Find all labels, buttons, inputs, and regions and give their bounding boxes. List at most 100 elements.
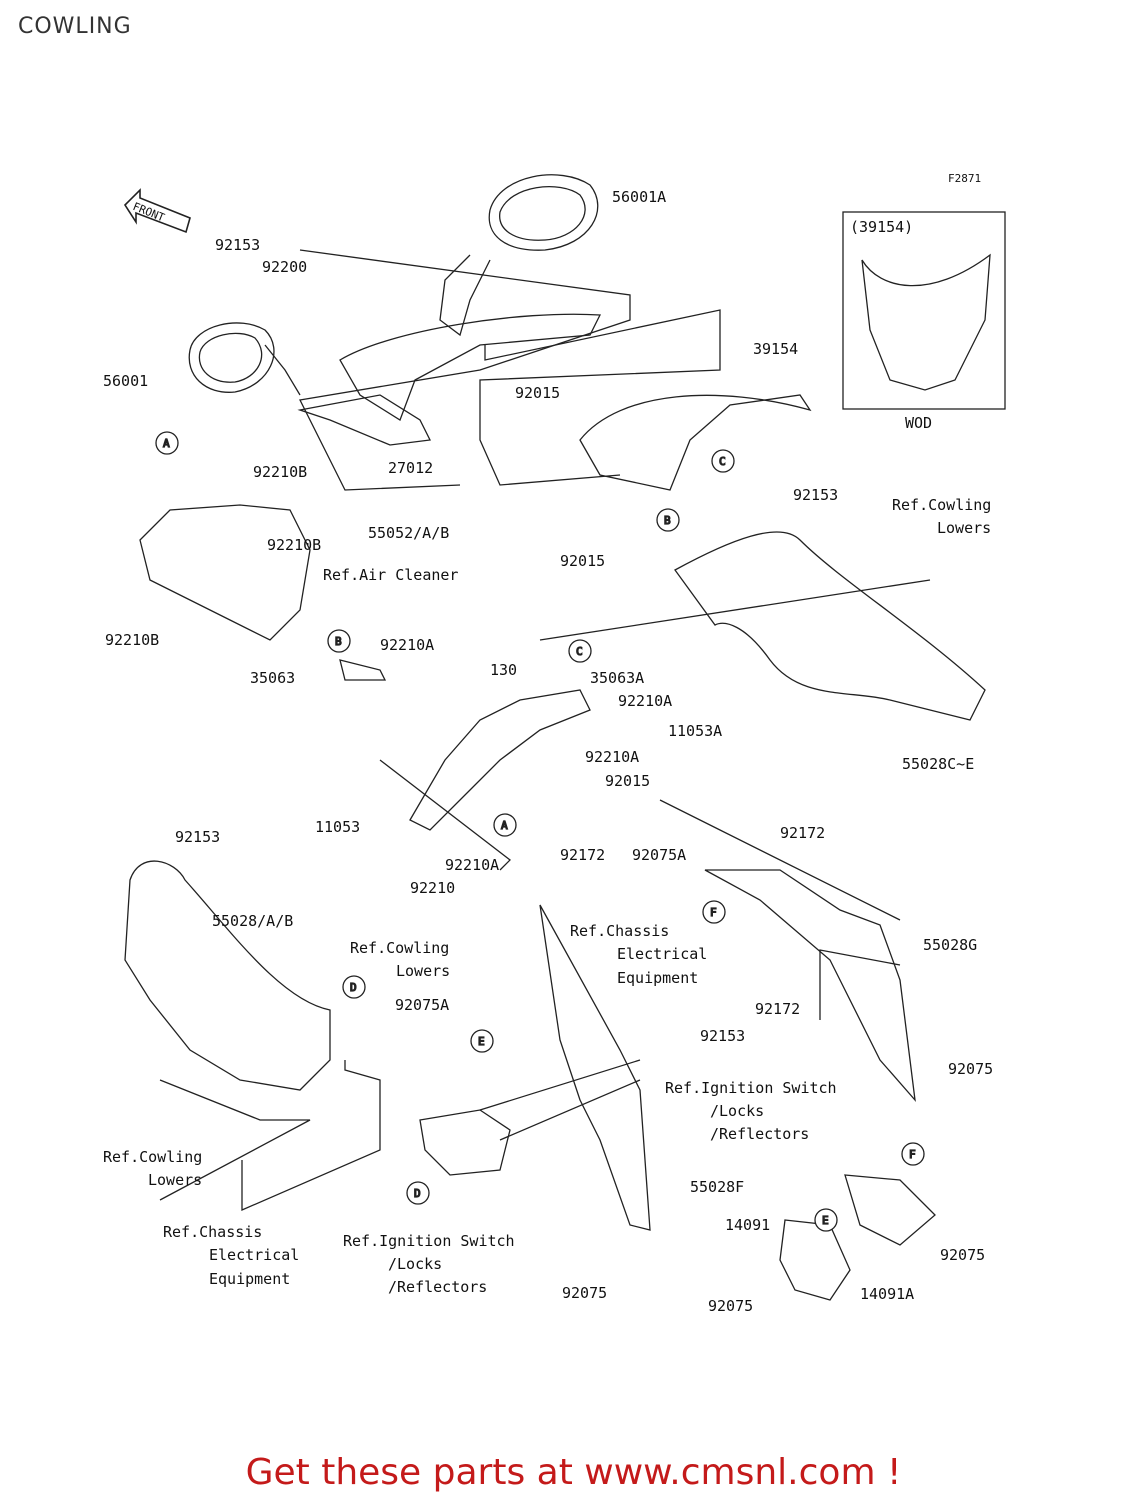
- label-92210a-top: 92210A: [380, 636, 434, 654]
- label-ref-chassis-bl-1: Ref.Chassis: [163, 1223, 262, 1241]
- svg-text:F: F: [710, 906, 717, 919]
- page-title: COWLING: [18, 14, 132, 39]
- label-ref-chassis-mid-2: Electrical: [617, 945, 707, 963]
- callout-c-1: C: [711, 449, 735, 473]
- mirror-56001a-shape: [439, 174, 599, 337]
- label-92210: 92210: [410, 879, 455, 897]
- mirror-56001-shape: [188, 322, 301, 396]
- ignition-switch-shape: [419, 1109, 511, 1176]
- label-92153-right: 92153: [793, 486, 838, 504]
- svg-text:B: B: [664, 514, 671, 527]
- svg-text:D: D: [350, 981, 357, 994]
- label-56001: 56001: [103, 372, 148, 390]
- callout-f-2: F: [901, 1142, 925, 1166]
- label-11053a: 11053A: [668, 722, 722, 740]
- inset-bottom-label: WOD: [905, 414, 932, 432]
- callout-b-2: B: [327, 629, 351, 653]
- label-27012: 27012: [388, 459, 433, 477]
- label-92075-bottom: 92075: [562, 1284, 607, 1302]
- label-55028g: 55028G: [923, 936, 977, 954]
- label-92210a-low: 92210A: [585, 748, 639, 766]
- cta-link[interactable]: Get these parts at www.cmsnl.com !: [245, 1452, 902, 1493]
- label-ref-ignition-right-1: Ref.Ignition Switch: [665, 1079, 837, 1097]
- callout-b-1: B: [656, 508, 680, 532]
- label-ref-cowling-lowers-bl-2: Lowers: [148, 1171, 202, 1189]
- label-ref-cowling-lowers-right-2: Lowers: [937, 519, 991, 537]
- label-ref-air-cleaner: Ref.Air Cleaner: [323, 566, 458, 584]
- label-ref-chassis-bl-3: Equipment: [209, 1270, 290, 1288]
- bracket-14091a-shape: [844, 1174, 936, 1246]
- label-92210b-1: 92210B: [253, 463, 307, 481]
- label-92075-br: 92075: [940, 1246, 985, 1264]
- svg-text:B: B: [335, 635, 342, 648]
- callout-d-2: D: [406, 1181, 430, 1205]
- inset-box: [842, 211, 1006, 410]
- inner-cover-55028f-shape: [539, 904, 651, 1231]
- callout-d-1: D: [342, 975, 366, 999]
- label-56001a: 56001A: [612, 188, 666, 206]
- label-ref-cowling-lowers-left-2: Lowers: [396, 962, 450, 980]
- svg-text:A: A: [501, 819, 508, 832]
- svg-text:D: D: [414, 1187, 421, 1200]
- label-92075-lowest: 92075: [708, 1297, 753, 1315]
- label-ref-chassis-mid-1: Ref.Chassis: [570, 922, 669, 940]
- label-ref-ignition-right-3: /Reflectors: [710, 1125, 809, 1143]
- label-39154: 39154: [753, 340, 798, 358]
- label-92075a-left: 92075A: [395, 996, 449, 1014]
- label-92015-top: 92015: [515, 384, 560, 402]
- label-92075a-right: 92075A: [632, 846, 686, 864]
- label-ref-ignition-right-2: /Locks: [710, 1102, 764, 1120]
- label-ref-cowling-lowers-right-1: Ref.Cowling: [892, 496, 991, 514]
- label-35063a: 35063A: [590, 669, 644, 687]
- label-92075-right: 92075: [948, 1060, 993, 1078]
- label-92210a-bottom: 92210A: [445, 856, 499, 874]
- label-92172-mid: 92172: [560, 846, 605, 864]
- inset-top-label: (39154): [850, 218, 913, 236]
- label-92210b-3: 92210B: [105, 631, 159, 649]
- callout-e-1: E: [470, 1029, 494, 1053]
- label-92015-mid: 92015: [560, 552, 605, 570]
- inner-panel-55052-shape: [339, 313, 602, 421]
- label-55052: 55052/A/B: [368, 524, 449, 542]
- side-cowl-55028-shape: [124, 860, 331, 1091]
- label-ref-ignition-bottom-2: /Locks: [388, 1255, 442, 1273]
- cowl-bracket-shape: [409, 689, 591, 831]
- callout-c-2: C: [568, 639, 592, 663]
- bracket-14091-shape: [779, 1219, 851, 1301]
- label-92172-low: 92172: [755, 1000, 800, 1018]
- stay-35063-shape: [339, 659, 387, 681]
- label-ref-ignition-bottom-1: Ref.Ignition Switch: [343, 1232, 515, 1250]
- front-arrow-icon: [123, 188, 191, 234]
- air-cleaner-duct-shape: [139, 504, 311, 641]
- label-14091a: 14091A: [860, 1285, 914, 1303]
- svg-text:E: E: [822, 1214, 829, 1227]
- callout-a-2: A: [493, 813, 517, 837]
- callout-e-2: E: [814, 1208, 838, 1232]
- label-55028c-e: 55028C~E: [902, 755, 974, 773]
- label-14091: 14091: [725, 1216, 770, 1234]
- label-92210b-2: 92210B: [267, 536, 321, 554]
- label-55028-a-b: 55028/A/B: [212, 912, 293, 930]
- svg-text:A: A: [163, 437, 170, 450]
- label-92153-top: 92153: [215, 236, 260, 254]
- inset-windshield-shape: [861, 253, 991, 391]
- label-ref-cowling-lowers-left-1: Ref.Cowling: [350, 939, 449, 957]
- label-92015-low: 92015: [605, 772, 650, 790]
- callout-a-1: A: [155, 431, 179, 455]
- figure-code: F2871: [948, 172, 981, 185]
- svg-text:E: E: [478, 1035, 485, 1048]
- label-92153-left: 92153: [175, 828, 220, 846]
- windshield-39154-shape: [579, 394, 812, 491]
- cowling-parts-diagram: F2871 (39154) WOD FRONT 56001A 92153 922…: [103, 172, 1006, 1315]
- label-92153-low: 92153: [700, 1027, 745, 1045]
- svg-text:C: C: [719, 455, 726, 468]
- side-cover-55028g-shape: [704, 869, 916, 1103]
- label-130: 130: [490, 661, 517, 679]
- label-ref-chassis-bl-2: Electrical: [209, 1246, 299, 1264]
- label-55028f: 55028F: [690, 1178, 744, 1196]
- callout-f-1: F: [702, 900, 726, 924]
- svg-text:F: F: [909, 1148, 916, 1161]
- upper-cowl-shape: [674, 531, 986, 721]
- label-92210a-mid: 92210A: [618, 692, 672, 710]
- inner-panel-lower-shape: [297, 394, 431, 446]
